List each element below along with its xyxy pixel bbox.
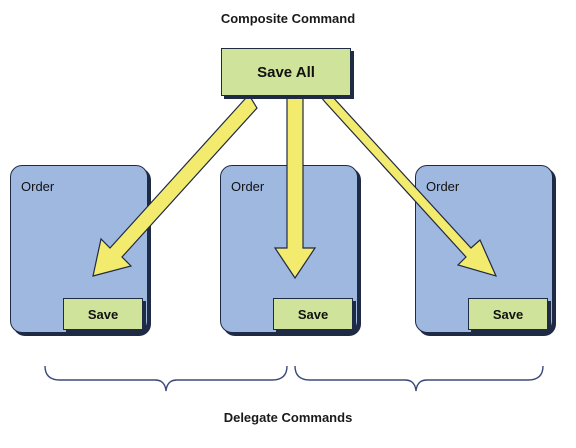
right-brace bbox=[294, 365, 544, 392]
save-all-button[interactable]: Save All bbox=[221, 48, 351, 96]
save-button[interactable]: Save bbox=[63, 298, 143, 330]
order-label: Order bbox=[426, 179, 460, 194]
left-brace bbox=[44, 365, 288, 392]
arrow-to-left-save bbox=[92, 94, 258, 277]
diagram-title: Composite Command bbox=[220, 11, 356, 26]
order-label: Order bbox=[231, 179, 265, 194]
arrow-to-right-save bbox=[319, 93, 498, 277]
save-button[interactable]: Save bbox=[468, 298, 548, 330]
order-label: Order bbox=[21, 179, 55, 194]
arrow-to-center-save bbox=[273, 93, 317, 280]
diagram-footer: Delegate Commands bbox=[223, 410, 353, 425]
save-button[interactable]: Save bbox=[273, 298, 353, 330]
